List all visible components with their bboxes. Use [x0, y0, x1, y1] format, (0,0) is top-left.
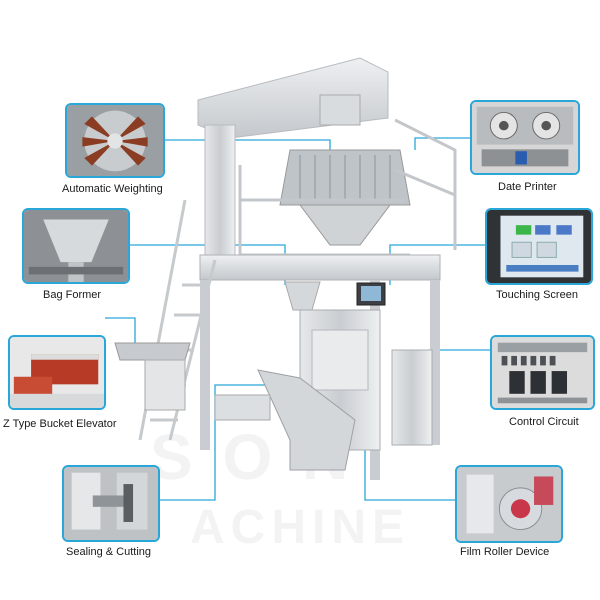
discharge-chute — [257, 369, 356, 471]
touching-screen-thumbnail — [485, 208, 593, 285]
elevator-hopper — [114, 342, 191, 361]
z-type-bucket-elevator-thumbnail — [8, 335, 106, 410]
automatic-weighting-thumbnail — [65, 103, 165, 178]
watermark: ACHINE — [190, 501, 411, 554]
z-type-bucket-elevator-label: Z Type Bucket Elevator — [3, 418, 117, 430]
touching-screen-label: Touching Screen — [496, 289, 578, 301]
platform — [199, 254, 441, 281]
gantry-left-post — [204, 124, 236, 261]
date-printer-label: Date Printer — [498, 181, 557, 193]
weigher-cone — [299, 204, 391, 246]
control-circuit-thumbnail — [490, 335, 595, 410]
bag-former-label: Bag Former — [43, 289, 102, 301]
line-z-elevator — [105, 317, 136, 345]
automatic-weighting-label: Automatic Weighting — [62, 183, 163, 195]
line-sealing-cutting — [160, 384, 280, 501]
bag-former-funnel — [284, 281, 321, 311]
line-date-printer — [414, 137, 470, 150]
weigher-top — [319, 94, 361, 126]
date-printer-thumbnail — [470, 100, 580, 175]
film-roller-device-thumbnail — [455, 465, 563, 543]
film-roller-device-label: Film Roller Device — [460, 546, 550, 558]
bag-former-thumbnail — [22, 208, 130, 284]
control-circuit-label: Control Circuit — [509, 416, 579, 428]
sealing-cutting-label: Sealing & Cutting — [66, 546, 151, 558]
line-film-roller — [364, 430, 455, 501]
sealing-cutting-thumbnail — [62, 465, 160, 542]
electrical-cabinet — [391, 349, 433, 446]
